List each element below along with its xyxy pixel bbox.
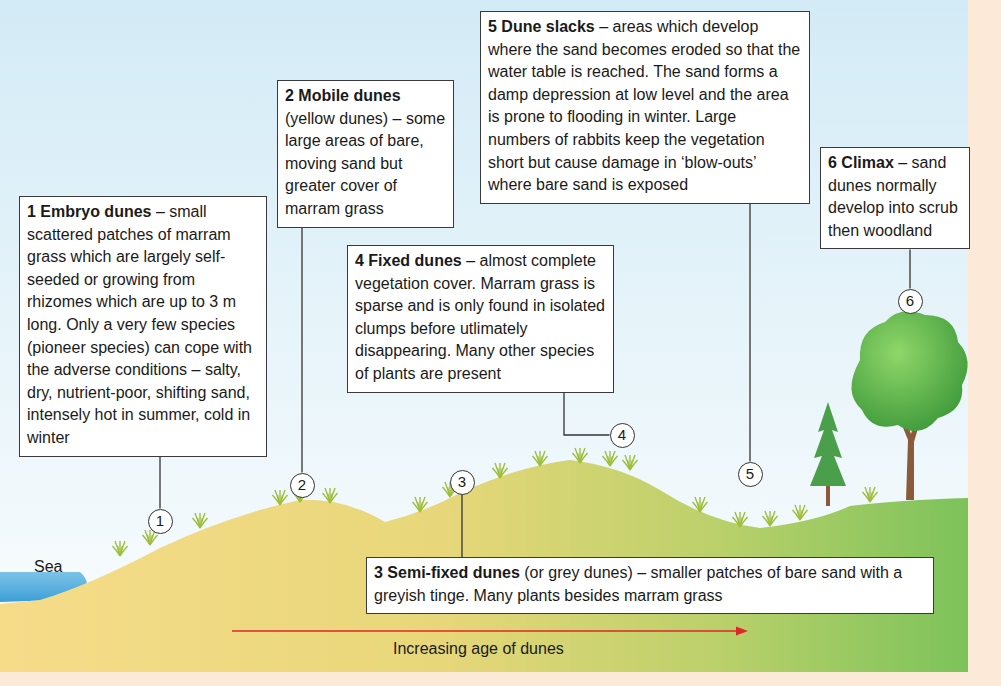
callout-number: 2	[298, 476, 306, 493]
stage-description: – areas which develop where the sand bec…	[488, 18, 800, 193]
age-arrow	[232, 630, 738, 632]
stage-heading: 6 Climax	[828, 154, 894, 171]
sky	[0, 0, 968, 672]
stage-box: 6 Climax – sand dunes normally develop i…	[820, 147, 970, 249]
leader-line	[301, 228, 302, 473]
axis-label: Increasing age of dunes	[393, 640, 564, 658]
stage-box: 2 Mobile dunes (yellow dunes) – some lar…	[277, 80, 454, 228]
callout-circle: 3	[450, 470, 475, 495]
stage-box: 1 Embryo dunes – small scattered patches…	[19, 196, 267, 457]
leader-line	[909, 249, 910, 288]
stage-box: 4 Fixed dunes – almost complete vegetati…	[347, 245, 614, 393]
stage-description: – small scattered patches of marram gras…	[27, 203, 252, 446]
callout-circle: 4	[610, 423, 635, 448]
dune-ground	[0, 460, 968, 672]
stage-heading: 5 Dune slacks	[488, 18, 595, 35]
callout-circle: 1	[148, 509, 173, 534]
stage-description: (yellow dunes) – some large areas of bar…	[285, 110, 445, 217]
leader-line	[564, 393, 610, 435]
stage-heading: 2 Mobile dunes	[285, 87, 401, 104]
stage-box: 5 Dune slacks – areas which develop wher…	[480, 11, 810, 204]
leader-line	[749, 204, 750, 462]
stage-heading: 1 Embryo dunes	[27, 203, 151, 220]
callout-number: 3	[458, 473, 466, 490]
callout-number: 4	[618, 426, 626, 443]
stage-heading: 3 Semi-fixed dunes	[374, 564, 520, 581]
leader-line	[461, 495, 462, 558]
sea-label: Sea	[34, 558, 62, 576]
callout-circle: 6	[898, 289, 923, 314]
conifer-tree	[810, 402, 846, 506]
stage-description: – almost complete vegetation cover. Marr…	[355, 252, 605, 382]
callout-circle: 5	[738, 462, 763, 487]
age-arrowhead	[736, 627, 748, 636]
callout-circle: 2	[290, 473, 315, 498]
leader-line	[159, 457, 160, 509]
stage-heading: 4 Fixed dunes	[355, 252, 462, 269]
marram-grass	[113, 448, 878, 556]
callout-number: 1	[156, 512, 164, 529]
stage-box: 3 Semi-fixed dunes (or grey dunes) – sma…	[366, 557, 934, 614]
callout-number: 5	[746, 465, 754, 482]
deciduous-tree	[851, 311, 967, 500]
callout-number: 6	[906, 292, 914, 309]
